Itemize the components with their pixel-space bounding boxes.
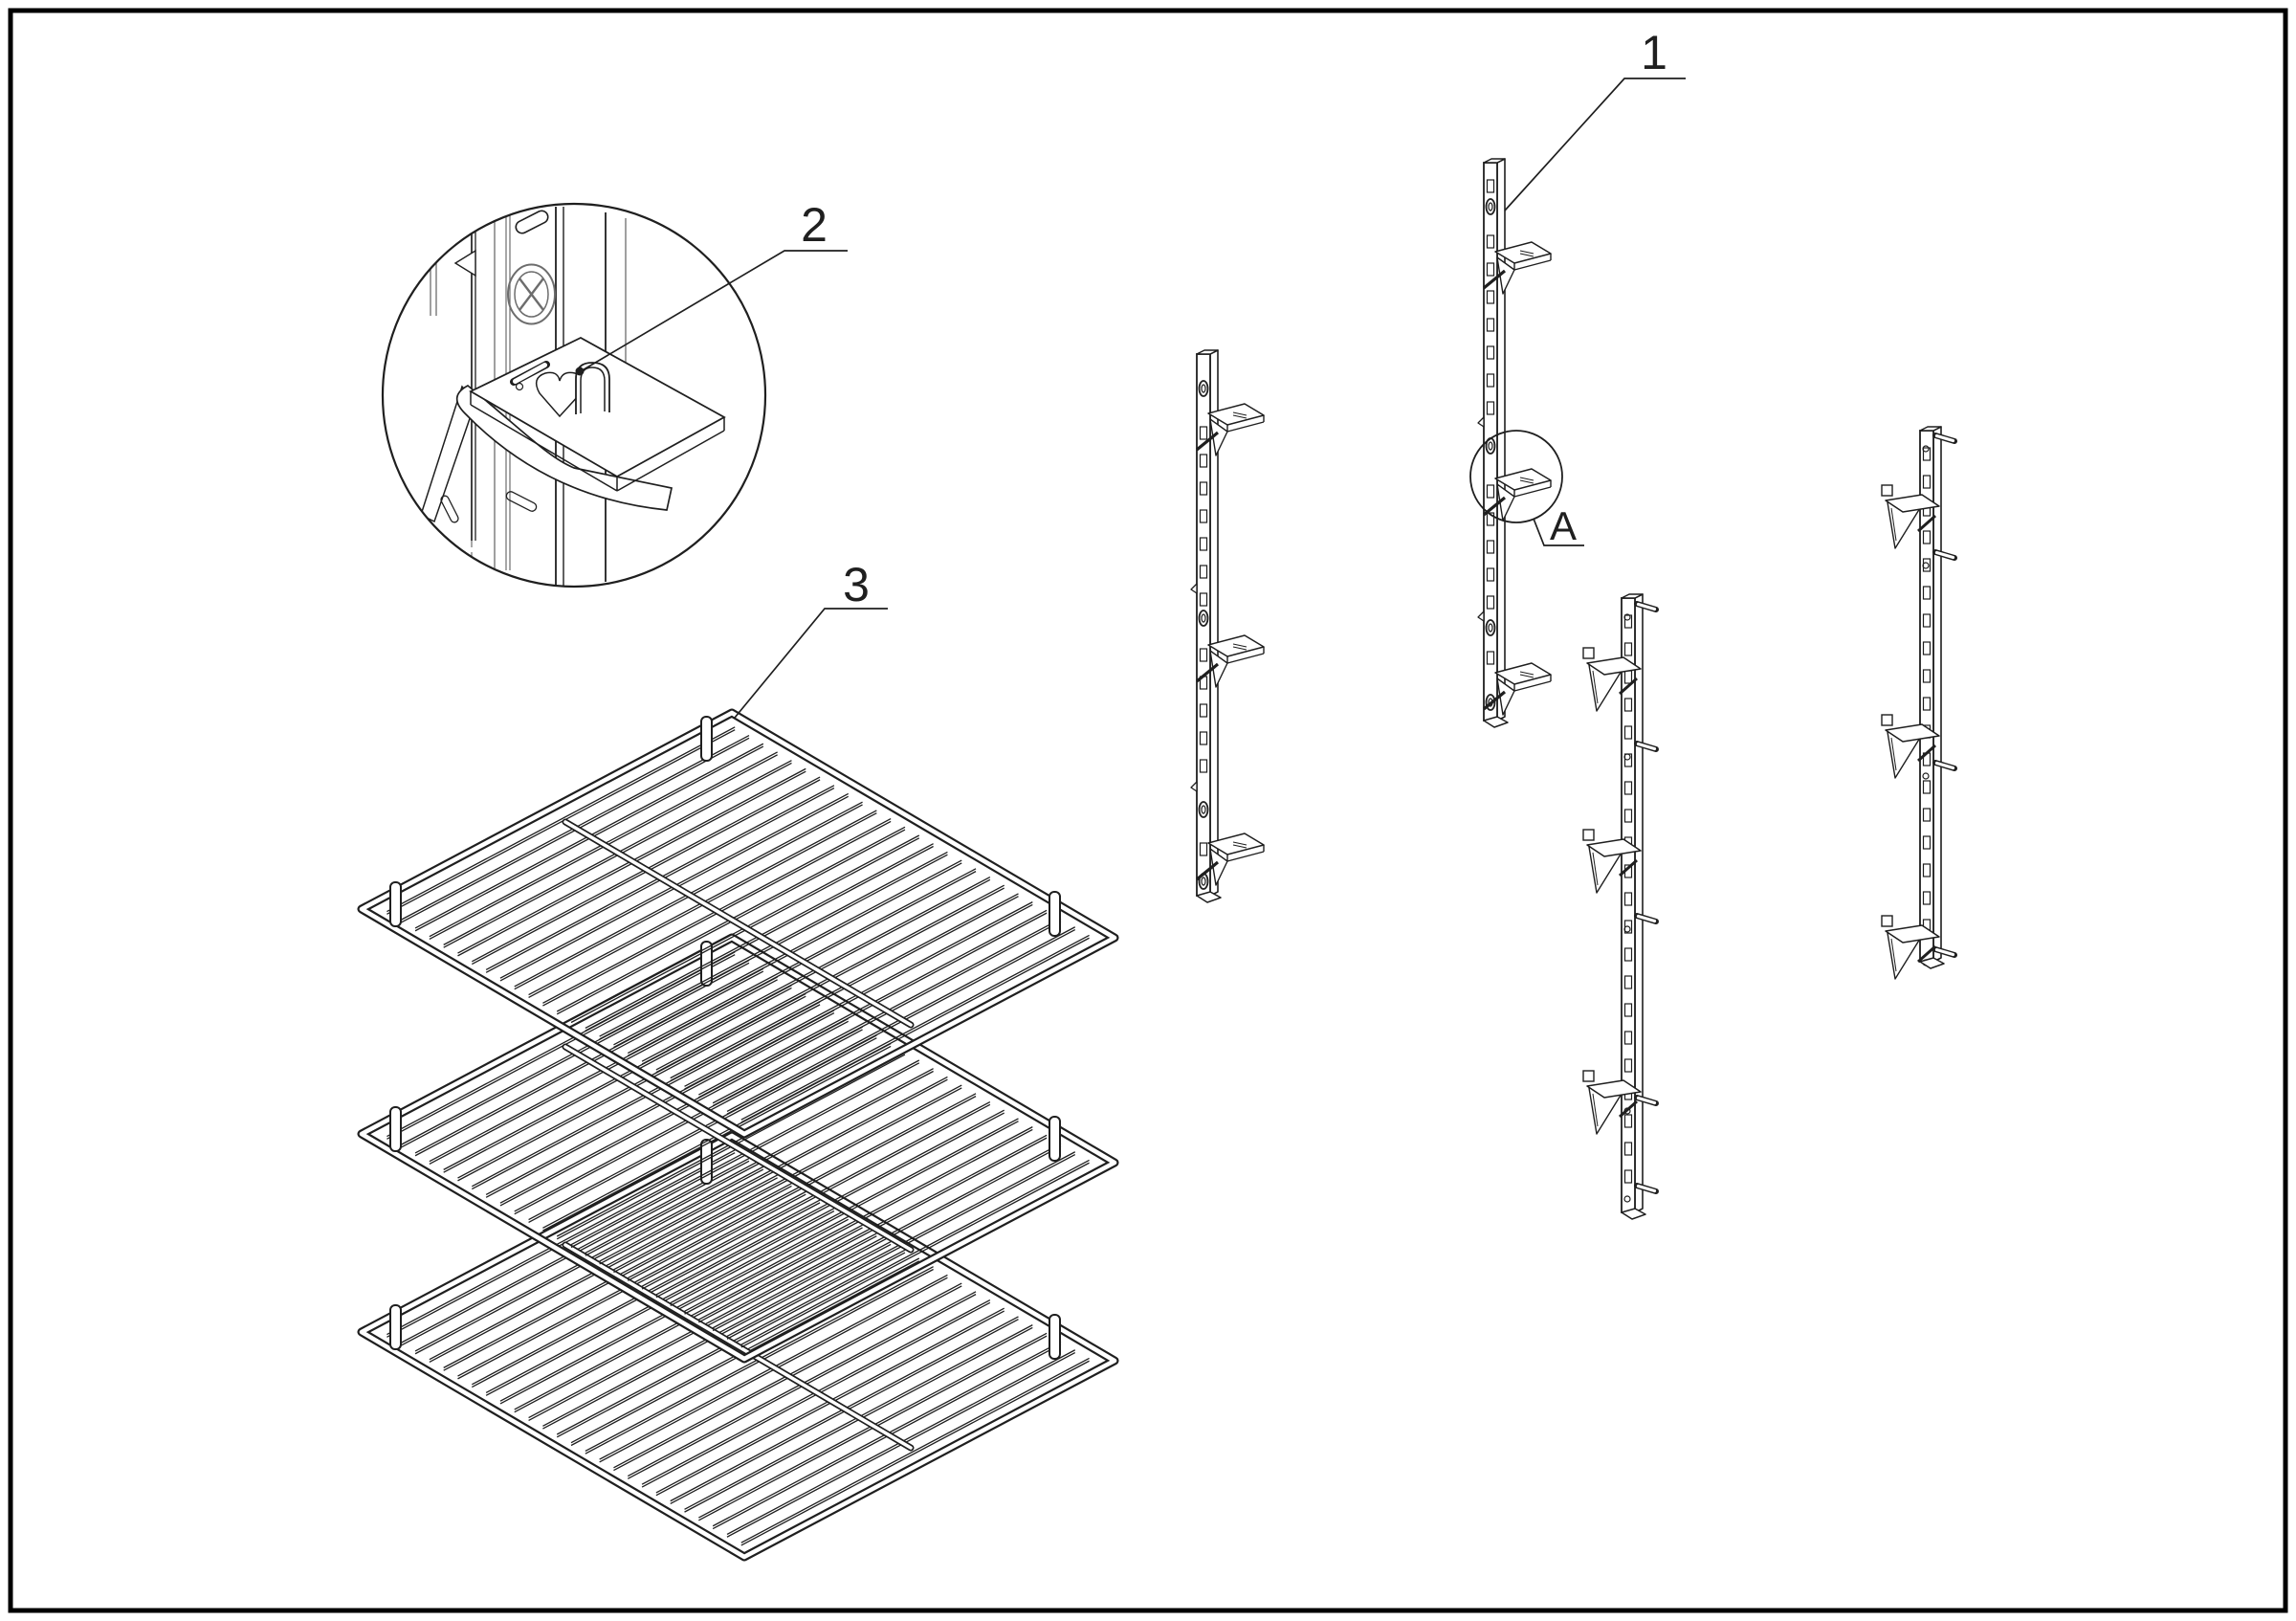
shelf-rail-left-rear xyxy=(1477,158,1552,728)
shelf-corner-hook xyxy=(1049,891,1061,937)
shelf-center-bar xyxy=(562,1043,915,1254)
detail-circle xyxy=(381,202,767,588)
shelf-clip-plate-edge xyxy=(470,391,725,492)
shelf-frame xyxy=(357,708,1119,1139)
shelf-rail-right-front xyxy=(1582,593,1659,1220)
callout-label-2: 2 xyxy=(575,198,848,376)
shelf-center-bar xyxy=(562,1241,915,1452)
part-number-2: 2 xyxy=(801,198,828,252)
pilaster-slot xyxy=(515,210,549,234)
detail-label-a: A xyxy=(1533,503,1584,548)
wire-shelf-top xyxy=(357,708,1119,1139)
shelf-corner-hook xyxy=(1049,1314,1061,1360)
shelf-rail-left-front xyxy=(1190,349,1265,903)
part-number-1: 1 xyxy=(1641,26,1667,79)
shelf-corner-hook xyxy=(700,1139,713,1185)
cam-wheel xyxy=(507,263,556,325)
part-number-3: 3 xyxy=(843,558,870,611)
shelf-frame xyxy=(357,1131,1119,1562)
leader-dot xyxy=(575,366,585,376)
shelf-rail-right-rear xyxy=(1881,426,1957,980)
rail-peg xyxy=(510,361,550,386)
shelf-frame xyxy=(357,933,1119,1364)
shelf-corner-hook xyxy=(389,881,402,927)
shelf-corner-hook xyxy=(389,1304,402,1350)
pilaster-tab xyxy=(453,249,476,278)
detail-a-circle xyxy=(1469,430,1563,523)
shelf-center-bar xyxy=(562,818,915,1029)
detail-view xyxy=(420,205,726,586)
callout-label-1: 1 xyxy=(1504,26,1686,211)
shelf-corner-hook xyxy=(700,716,713,762)
bracket-slot xyxy=(505,491,538,512)
callout-label-3: 3 xyxy=(734,558,888,719)
clip-rivet xyxy=(515,382,524,391)
wire-shelf-bottom xyxy=(357,1131,1119,1562)
shelf-corner-hook xyxy=(1049,1116,1061,1162)
bracket-slot-2 xyxy=(440,495,459,523)
drawing-border xyxy=(8,8,2288,1613)
detail-letter-a: A xyxy=(1550,503,1577,548)
shelf-corner-hook xyxy=(389,1106,402,1152)
